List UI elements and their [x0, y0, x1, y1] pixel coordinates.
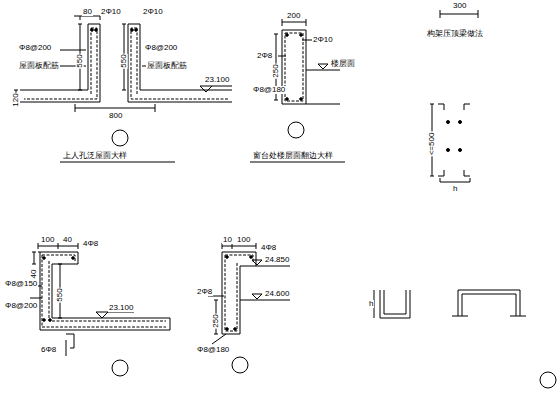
dimension: 550 [76, 53, 84, 68]
detail-title: 上人孔泛屋面大样 [62, 152, 128, 160]
dimension: 200 [286, 12, 301, 20]
detail-title: 窗台处楼层面翻边大样 [252, 152, 334, 160]
rebar-callout: 2Φ10 [100, 8, 122, 16]
rebar-callout: 2Φ10 [142, 8, 164, 16]
rebar-callout: 2Φ8 [196, 288, 213, 296]
roof-hatch-detail [14, 16, 232, 162]
rebar-callout: Φ8@200 [144, 44, 178, 52]
rebar-callout: Φ8@150 [4, 280, 38, 288]
elevation: 24.600 [264, 290, 290, 298]
dimension: <=500 [428, 132, 436, 157]
rebar-callout: Φ8@200 [18, 44, 52, 52]
note: 屋面板配筋 [18, 62, 60, 70]
dimension: 10 [222, 236, 233, 244]
rebar-callout: 4Φ8 [82, 240, 99, 248]
dimension: 40 [62, 236, 73, 244]
parapet-detail [30, 243, 170, 376]
dimension: 100 [40, 236, 55, 244]
dimension: 120 [12, 92, 20, 107]
sill-upturn-detail [250, 19, 345, 162]
dimension: 800 [108, 112, 123, 120]
rebar-callout: 2Φ10 [312, 36, 334, 44]
rebar-callout: 2Φ8 [256, 52, 273, 60]
dimension: 550 [56, 287, 64, 302]
note: 屋面板配筋 [146, 62, 188, 70]
elevation: 24.850 [264, 256, 290, 264]
dimension: 250 [272, 63, 280, 78]
dimension: 300 [452, 2, 467, 10]
dimension: 100 [236, 236, 251, 244]
rebar-callout: Φ8@180 [196, 346, 230, 354]
rebar-callout: Φ8@200 [4, 302, 38, 310]
coping-beam-detail [374, 10, 556, 388]
elevation: 23.100 [204, 76, 230, 84]
dimension: 250 [212, 313, 220, 328]
dimension: 80 [82, 8, 93, 16]
elevation: 23.100 [108, 304, 134, 312]
dimension: 40 [30, 269, 38, 280]
rebar-callout: Φ8@180 [252, 86, 286, 94]
rebar-callout: 4Φ8 [260, 244, 277, 252]
dimension: 550 [120, 53, 128, 68]
rebar-callout: 6Φ8 [40, 346, 57, 354]
dimension: h [368, 300, 374, 308]
note: 楼层面 [330, 60, 356, 68]
dimension: h [452, 185, 458, 193]
detail-title: 构架压顶梁做法 [426, 30, 484, 38]
